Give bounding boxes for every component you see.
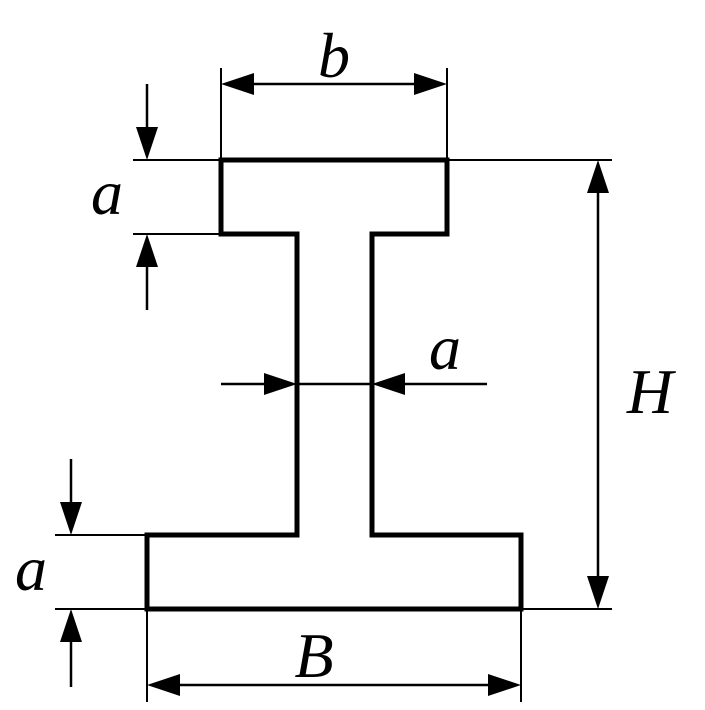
- label-H: H: [626, 356, 677, 427]
- label-a-bottom: a: [15, 533, 47, 604]
- dim-H: H: [447, 159, 677, 610]
- dim-a-web: a: [221, 312, 487, 395]
- dim-a-top: a: [91, 84, 221, 310]
- dim-b: b: [220, 20, 448, 160]
- label-b: b: [318, 20, 350, 91]
- dim-B: B: [146, 609, 522, 702]
- label-a-top: a: [91, 157, 123, 228]
- dim-a-bottom: a: [15, 459, 147, 687]
- label-B: B: [294, 620, 333, 691]
- label-a-web: a: [429, 312, 461, 383]
